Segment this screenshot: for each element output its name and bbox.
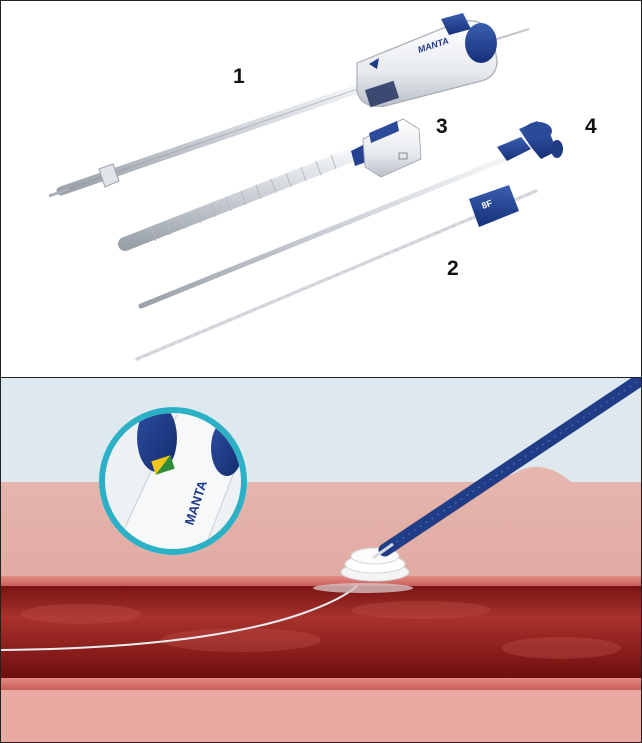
deployment-illustration-panel: MANTA <box>0 377 642 743</box>
sheath <box>125 119 421 244</box>
callout-label-4: 4 <box>585 115 597 139</box>
artery-lumen <box>1 586 642 678</box>
device-components-illustration: MANTA <box>1 1 642 378</box>
artery-wall-bottom <box>1 678 642 690</box>
device-components-panel: MANTA <box>0 0 642 378</box>
deployment-device: MANTA <box>49 13 529 196</box>
intravascular-toggle <box>313 583 413 593</box>
callout-label-1: 1 <box>233 65 245 89</box>
artery-cross-section-illustration: MANTA <box>1 378 642 743</box>
artery-wall-top <box>1 576 642 586</box>
callout-label-2: 2 <box>447 257 459 281</box>
callout-label-3: 3 <box>436 115 448 139</box>
